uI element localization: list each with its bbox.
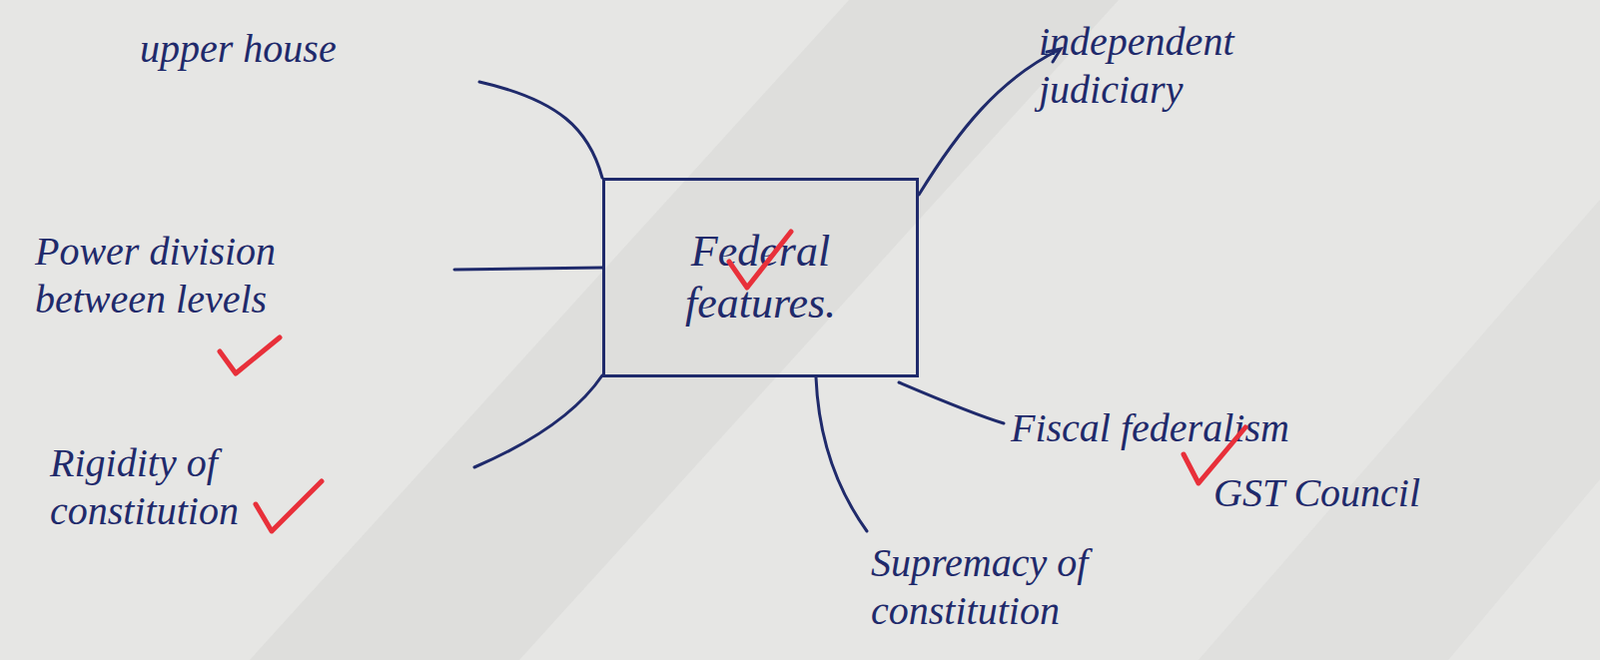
- check-mark: [255, 481, 322, 532]
- central-box: Federal features.: [602, 177, 919, 378]
- branch-line: [474, 375, 603, 468]
- branch-label: Fiscal federalism: [1010, 404, 1431, 453]
- check-mark: [1183, 427, 1246, 484]
- branch-label: Supremacy of constitution: [870, 539, 1171, 636]
- branch-line: [898, 382, 1004, 424]
- branch-line: [815, 377, 867, 532]
- branch-label: GST Council: [1213, 469, 1514, 518]
- branch-line: [918, 49, 1059, 195]
- check-mark: [219, 337, 280, 374]
- box-title: Federal features.: [632, 225, 889, 330]
- check-mark: [729, 231, 792, 288]
- branch-line: [454, 267, 603, 270]
- branch-line: [479, 81, 603, 178]
- branch-label: independent judiciary: [1038, 17, 1299, 114]
- branch-label: upper house: [139, 24, 470, 73]
- branch-label: Power division between levels: [34, 227, 405, 324]
- branch-label: Rigidity of constitution: [49, 439, 350, 536]
